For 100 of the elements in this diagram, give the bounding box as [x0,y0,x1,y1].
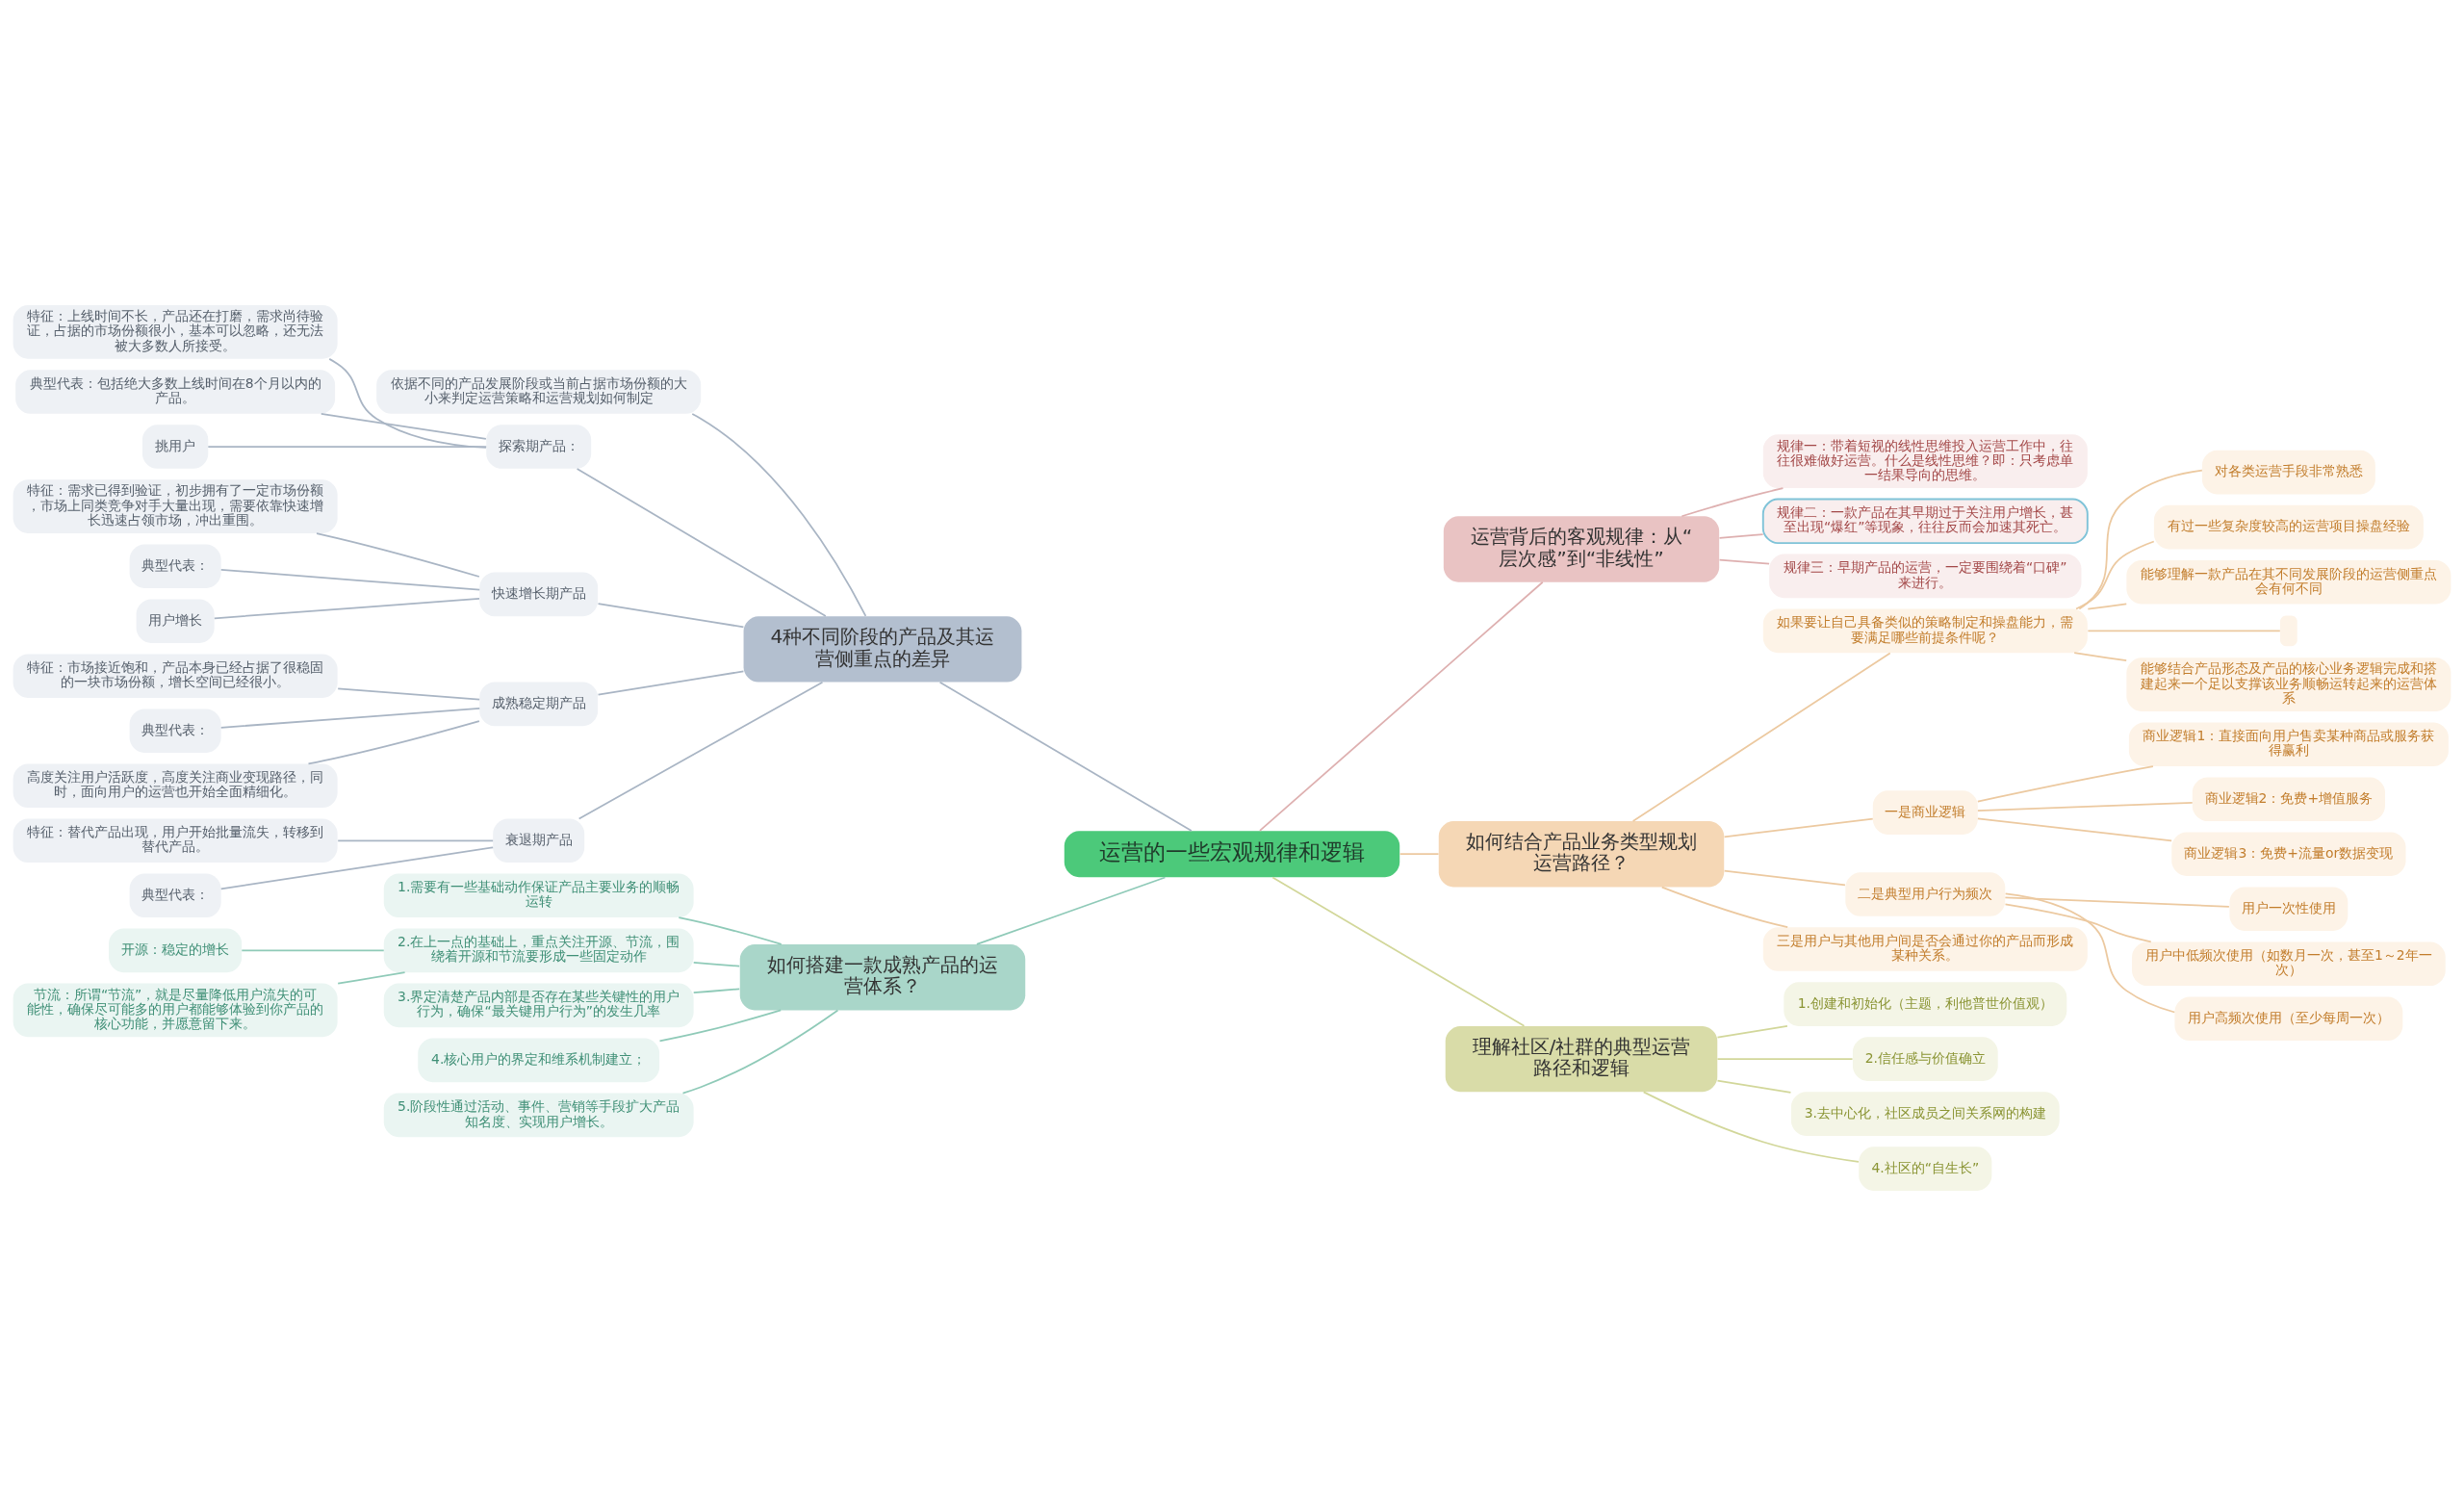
node-box: 有过一些复杂度较高的运营项目操盘经验 [2153,504,2424,549]
node-box: 商业逻辑2：免费+增值服务 [2192,776,2385,821]
node-box: 成熟稳定期产品 [479,682,599,726]
connector [681,1009,839,1094]
node-box: 理解社区/社群的典型运营路径和逻辑 [1445,1025,1718,1092]
node-box: 用户增长 [136,598,215,643]
connector [1976,764,2154,802]
node-box: 运营的一些宏观规律和逻辑 [1064,830,1400,877]
connector [219,707,481,729]
node-box: 特征：需求已得到验证，初步拥有了一定市场份额，市场上同类竞争对手大量出现，需要依靠快速增长迅速占领市场，冲出重围。 [13,478,338,533]
node-box: 探索期产品： [486,424,592,469]
node-box: 2.在上一点的基础上，重点关注开源、节流，围绕着开源和节流要形成一些固定动作 [383,928,694,972]
node-box: 3.去中心化，社区成员之间关系网的构建 [1790,1091,2060,1136]
node-box: 用户中低频次使用（如数月一次，甚至1～2年一次） [2132,941,2446,986]
node-box: 4.核心用户的界定和维系机制建立； [418,1038,660,1082]
node-box: 运营背后的客观规律：从“层次感”到“非线性” [1443,515,1720,582]
connector [1259,580,1544,832]
node-box: 高度关注用户活跃度，高度关注商业变现路径，同时，面向用户的运营也开始全面精细化。 [13,762,338,808]
connector [2087,630,2281,632]
connector [241,948,385,951]
connector [307,719,480,764]
connector [2004,903,2152,942]
node-box: 4.社区的“自生长” [1859,1146,1992,1191]
connector [1642,1090,1860,1163]
connector [337,686,480,701]
node-box: 1.创建和初始化（主题，利他普世价值观） [1784,981,2067,1026]
node-box: 如何结合产品业务类型规划运营路径？ [1438,820,1725,887]
node-box: 用户一次性使用 [2229,886,2348,931]
connector [678,915,783,945]
connector [219,845,495,889]
node-box: 挑用户 [141,424,209,469]
connector [2004,892,2176,1013]
connector [1977,801,2194,812]
node-box: 5.阶段性通过活动、事件、营销等手段扩大产品知名度、实现用户增长。 [383,1093,694,1137]
node-box: 对各类运营手段非常熟悉 [2201,450,2375,494]
node-box: 特征：上线时间不长，产品还在打磨，需求尚待验证，占据的市场份额很小，基本可以忽略，还无法被大多数人所接受。 [13,304,338,359]
connector [1716,1057,1854,1060]
node-box: 2.信任感与价值确立 [1852,1036,1998,1081]
connector [337,838,495,841]
node-box: 典型代表：包括绝大多数上线时间在8个月以内的产品。 [15,369,336,414]
connector [658,1009,783,1042]
connector [576,467,827,617]
connector [1723,869,1846,886]
node-box: 快速增长期产品 [479,572,599,616]
node-box: 4种不同阶段的产品及其运营侧重点的差异 [743,615,1022,683]
connector [1718,558,1770,565]
connector [328,357,487,449]
node-box: 规律一：带着短视的线性思维投入运营工作中，往往很难做好运营。什么是线性思维？即：只考虑单一结果导向的思维。 [1762,433,2088,488]
node-box: 商业逻辑3：免费+流量or数据变现 [2171,831,2406,876]
connector [578,681,824,819]
node-box: 衰退期产品 [493,818,585,863]
connector [213,597,480,619]
connector [1716,1079,1792,1094]
connector [2075,540,2155,609]
node-box: 3.界定清楚产品内部是否存在某些关键性的用户行为，确保“最关键用户行为”的发生几率 [383,983,694,1027]
node-box: 二是典型用户行为频次 [1845,871,2006,916]
node-box: 特征：替代产品出现，用户开始批量流失，转移到替代产品。 [13,818,338,863]
connector [2004,895,2230,908]
connector [1631,652,1891,822]
connector [207,445,488,448]
connector [2078,469,2203,609]
connector [692,961,741,967]
node-box [2280,615,2297,646]
node-box: 商业逻辑1：直接面向用户售卖某种商品或服务获得赢利 [2128,721,2449,766]
node-box: 规律二：一款产品在其早期过于关注用户增长，甚至出现“爆红”等现象，往往反而会加速其死亡。 [1761,498,2089,544]
connector [320,412,487,440]
connector [219,568,481,591]
connector [2087,602,2128,610]
connector [1660,886,1789,928]
connector [1977,816,2173,841]
connector [1271,876,1526,1027]
connector [2073,651,2128,661]
node-box: 典型代表： [129,708,221,753]
node-box: 能够结合产品形态及产品的核心业务逻辑完成和搭建起来一个足以支撑该业务顺畅运转起来的运营体系 [2126,657,2451,711]
node-box: 用户高频次使用（至少每周一次） [2174,995,2403,1041]
node-box: 能够理解一款产品在其不同发展阶段的运营侧重点会有何不同 [2126,559,2451,604]
connector [1723,817,1874,838]
connector [597,602,745,628]
node-box: 规律三：早期产品的运营，一定要围绕着“口碑”来进行。 [1769,554,2082,598]
connector [597,670,745,696]
connector [337,970,406,985]
node-box: 节流：所谓“节流”，就是尽量降低用户流失的可能性，确保尽可能多的用户都能够体验到你产品的核心功能，并愿意留下来。 [13,983,338,1037]
node-box: 三是用户与其他用户间是否会通过你的产品而形成某种关系。 [1762,926,2088,971]
node-box: 典型代表： [129,873,221,917]
node-box: 开源：稳定的增长 [109,928,243,972]
node-box: 如何搭建一款成熟产品的运营体系？ [739,943,1026,1010]
connector [1681,486,1784,517]
connector [316,531,480,578]
node-box: 典型代表： [129,543,221,588]
connector [691,412,867,617]
connector [1716,1024,1788,1038]
node-box: 依据不同的产品发展阶段或当前占据市场份额的大小来判定运营策略和运营规划如何制定 [376,369,702,414]
connector [692,987,741,993]
node-box: 一是商业逻辑 [1872,789,1978,835]
node-box: 特征：市场接近饱和，产品本身已经占据了很稳固的一块市场份额，增长空间已经很小。 [13,653,338,698]
connector [1399,852,1440,855]
node-box: 如果要让自己具备类似的策略制定和操盘能力，需要满足哪些前提条件呢？ [1762,608,2088,653]
connector [975,876,1167,945]
connector [1718,532,1764,539]
node-box: 1.需要有一些基础动作保证产品主要业务的顺畅运转 [383,873,694,917]
